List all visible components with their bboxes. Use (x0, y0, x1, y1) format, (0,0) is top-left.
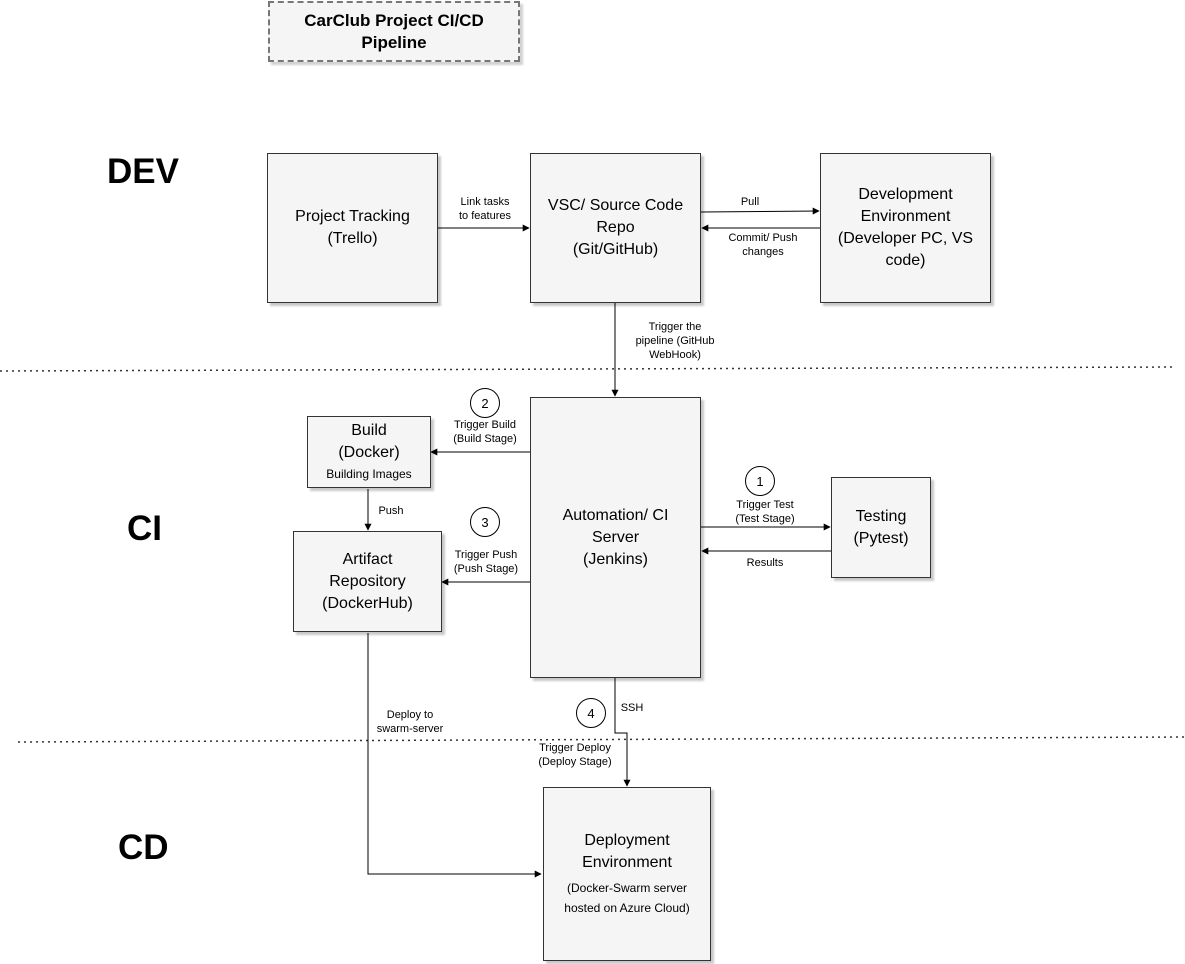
node-testing[interactable]: Testing (Pytest) (831, 477, 931, 578)
edge-artifact-to-deploy (367, 633, 542, 878)
separator-dev-ci (0, 366, 1176, 372)
edge-label-trigger-deploy: Trigger Deploy(Deploy Stage) (538, 742, 612, 768)
edge-label-trigger-test: Trigger Test(Test Stage) (735, 499, 795, 525)
edge-repo-to-devenv (700, 207, 820, 215)
node-ci-server[interactable]: Automation/ CI Server (Jenkins) (530, 397, 701, 678)
section-label-cd: CD (118, 828, 169, 867)
edge-label-ssh: SSH (620, 702, 644, 714)
edge-label-push: Push (378, 505, 404, 517)
node-project-tracking[interactable]: Project Tracking (Trello) (267, 153, 438, 303)
node-development-environment[interactable]: Development Environment (Developer PC, V… (820, 153, 991, 303)
diagram-title: CarClub Project CI/CD Pipeline (268, 1, 520, 62)
edge-label-trigger-push: Trigger Push(Push Stage) (453, 549, 519, 575)
edge-label-pull: Pull (740, 196, 760, 208)
section-label-dev: DEV (107, 152, 179, 191)
edge-label-results: Results (746, 557, 784, 569)
step-badge-push: 3 (470, 507, 500, 537)
node-artifact-repository[interactable]: Artifact Repository (DockerHub) (293, 531, 442, 632)
separator-ci-cd (17, 736, 1185, 743)
step-badge-test: 1 (745, 466, 775, 496)
step-badge-deploy: 4 (576, 698, 606, 728)
edge-label-trigger-build: Trigger Build(Build Stage) (453, 419, 517, 445)
edge-ci-to-deploy (614, 678, 631, 787)
node-build[interactable]: Build (Docker) Building Images (307, 416, 431, 488)
step-badge-build: 2 (470, 388, 500, 418)
node-deployment-environment[interactable]: Deployment Environment (Docker-Swarm ser… (543, 787, 711, 961)
node-source-repo[interactable]: VSC/ Source Code Repo (Git/GitHub) (530, 153, 701, 303)
section-label-ci: CI (127, 509, 162, 548)
